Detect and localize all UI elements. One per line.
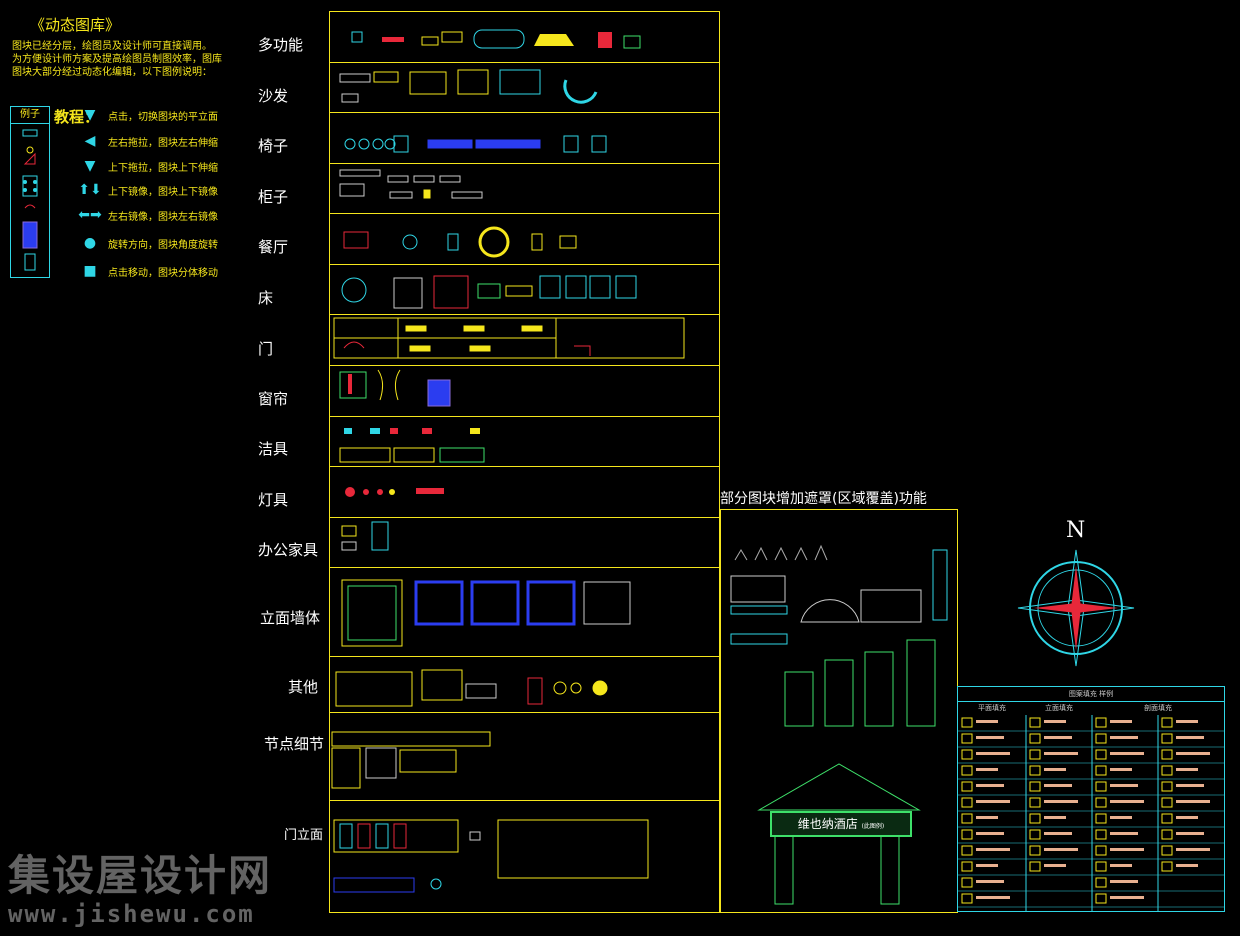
door-blocks [333, 317, 685, 359]
row-divider [329, 466, 720, 467]
compass-north-label: N [1066, 518, 1086, 543]
row-divider [329, 416, 720, 417]
tutorial-text: 左右拖拉，图块左右伸缩 [108, 137, 218, 149]
library-description: 图块已经分层，绘图员及设计师可直接调用。 为方便设计师方案及提高绘图员制图效率，… [12, 40, 232, 79]
door-elevation-blocks [333, 819, 649, 893]
tutorial-row: ▼ 点击，切换图块的平立面 [72, 105, 218, 125]
dining-blocks [343, 226, 577, 258]
row-divider [329, 800, 720, 801]
example-legend: 例子 [10, 106, 50, 278]
description-line: 图块大部分经过动态化编辑，以下图例说明： [12, 67, 212, 78]
chair-blocks [344, 135, 607, 153]
category-label-cabinet[interactable]: 柜子 [258, 188, 289, 206]
library-title: 《动态图库》 [30, 16, 121, 34]
category-label-curtain[interactable]: 窗帘 [258, 390, 289, 408]
square-icon: ■ [83, 263, 97, 279]
watermark-title: 集设屋设计网 [8, 851, 273, 900]
category-label-office[interactable]: 办公家具 [258, 541, 319, 559]
category-label-elevation-wall[interactable]: 立面墙体 [260, 609, 321, 627]
tutorial-title: 教程： [54, 108, 100, 126]
category-label-other[interactable]: 其他 [288, 678, 319, 696]
category-label-sofa[interactable]: 沙发 [258, 87, 289, 105]
category-label-chair[interactable]: 椅子 [258, 137, 289, 155]
other-blocks [335, 669, 608, 707]
category-label-dining[interactable]: 餐厅 [258, 238, 289, 256]
fill-table-header: 平面填充 [978, 704, 1006, 712]
block-library-grid [329, 11, 720, 913]
legend-example-icons [22, 129, 38, 271]
tutorial-text: 旋转方向，图块角度旋转 [108, 239, 218, 251]
hotel-sign-text: 维也纳酒店 [797, 817, 858, 831]
bed-blocks [341, 275, 637, 309]
triangle-down-icon: ▼ [84, 107, 96, 123]
category-label-sanitary[interactable]: 洁具 [258, 440, 289, 458]
description-line: 图块已经分层，绘图员及设计师可直接调用。 [12, 41, 212, 52]
classical-elements-drawing [730, 544, 948, 905]
node-detail-blocks [331, 731, 491, 789]
category-label-node-detail[interactable]: 节点细节 [264, 735, 325, 753]
description-line: 为方便设计师方案及提高绘图员制图效率，图库 [12, 54, 222, 65]
tutorial-row: ▼ 上下拖拉，图块上下伸缩 [72, 156, 218, 176]
row-divider [329, 712, 720, 713]
tutorial-text: 左右镜像，图块左右镜像 [108, 211, 218, 223]
row-divider [329, 656, 720, 657]
tutorial-row: ■ 点击移动，图块分体移动 [72, 261, 218, 281]
fill-table-header: 立面填充 [1045, 704, 1073, 712]
category-label-bed[interactable]: 床 [258, 289, 274, 307]
row-divider [329, 213, 720, 214]
category-label-door[interactable]: 门 [258, 340, 274, 358]
elevation-wall-blocks [341, 579, 631, 647]
office-blocks [341, 521, 389, 551]
tutorial-text: 点击，切换图块的平立面 [108, 111, 218, 123]
circle-icon: ● [83, 235, 97, 251]
tutorial-row: ◀ 左右拖拉，图块左右伸缩 [72, 131, 218, 151]
row-divider [329, 314, 720, 315]
tutorial-text: 上下镜像，图块上下镜像 [108, 186, 218, 198]
cabinet-blocks [339, 169, 483, 199]
fill-table-header: 剖面填充 [1144, 704, 1172, 712]
row-divider [329, 163, 720, 164]
row-divider [329, 567, 720, 568]
triangle-down-icon: ▼ [84, 158, 96, 174]
fill-pattern-table: 图案填充 样例 平面填充 立面填充 剖面填充 [957, 686, 1225, 912]
cad-block-thumbnails[interactable] [330, 12, 719, 912]
row-divider [329, 62, 720, 63]
arrows-leftright-icon: ⬅➡ [78, 207, 102, 223]
category-label-lighting[interactable]: 灯具 [258, 491, 289, 509]
compass-rose-icon [1017, 549, 1135, 667]
arrows-updown-icon: ⬆⬇ [78, 182, 102, 198]
fill-pattern-swatches [958, 715, 1224, 911]
row-divider [329, 517, 720, 518]
tutorial-row: ⬆⬇ 上下镜像，图块上下镜像 [72, 180, 218, 200]
category-label-multi-function[interactable]: 多功能 [258, 36, 304, 54]
legend-header: 例子 [11, 107, 49, 124]
fill-table-title: 图案填充 样例 [958, 687, 1224, 702]
hotel-sign: 维也纳酒店 (此图例) [770, 811, 912, 837]
curtain-blocks [339, 369, 451, 407]
multi-function-blocks [351, 29, 641, 49]
tutorial-row: ⬅➡ 左右镜像，图块左右镜像 [72, 205, 218, 225]
tutorial-text: 上下拖拉，图块上下伸缩 [108, 162, 218, 174]
category-label-door-elevation[interactable]: 门立面 [284, 828, 324, 843]
tutorial-row: ● 旋转方向，图块角度旋转 [72, 233, 218, 253]
tutorial-text: 点击移动，图块分体移动 [108, 267, 218, 279]
triangle-left-icon: ◀ [84, 133, 96, 149]
sofa-blocks [339, 69, 598, 104]
hotel-sign-subtext: (此图例) [861, 823, 885, 830]
row-divider [329, 264, 720, 265]
row-divider [329, 365, 720, 366]
watermark-url: www.jishewu.com [8, 900, 255, 928]
lighting-blocks [345, 487, 444, 497]
mask-feature-title: 部分图块增加遮罩(区域覆盖)功能 [720, 491, 927, 507]
row-divider [329, 112, 720, 113]
sanitary-blocks [339, 428, 485, 463]
